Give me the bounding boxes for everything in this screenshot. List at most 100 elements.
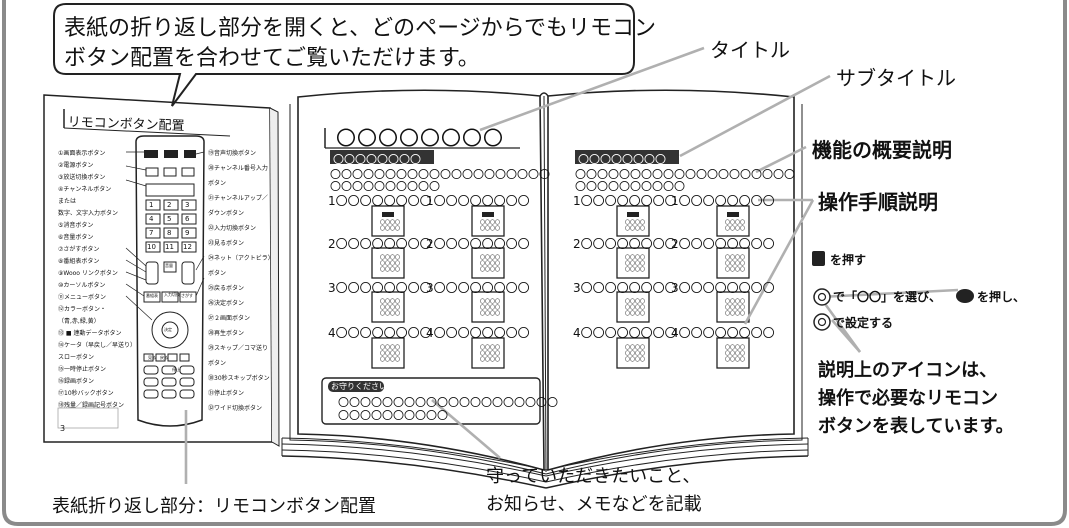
label-cover-fold: 表紙折り返し部分：リモコンボタン配置	[52, 496, 376, 517]
icon-box-text: 〇〇〇〇	[380, 220, 401, 226]
remote-label-left: ⑤消音ボタン	[58, 222, 94, 229]
icon-box-text: 〇〇〇〇	[625, 299, 646, 305]
remote-label-left: ⑪メニューボタン	[58, 294, 107, 301]
icon-box-text: 〇〇〇〇	[380, 267, 401, 273]
remote-key-label: 決定	[164, 327, 172, 332]
icon-box-text: 〇〇〇〇	[625, 267, 646, 273]
callout-bubble	[53, 3, 635, 107]
note-tag	[328, 381, 384, 392]
cover-heading-underline	[63, 127, 231, 137]
remote-label-right: ボタン	[208, 270, 227, 277]
remote-label-right: ㉘再生ボタン	[208, 330, 245, 337]
placeholder-overview-right-2: 〇〇〇〇〇〇〇〇〇〇	[575, 180, 685, 193]
remote-label-right: ㉚30秒スキップボタン	[208, 375, 270, 382]
step-label: 2〇〇〇〇〇〇〇〇	[573, 237, 677, 251]
icon-box-text: 〇〇〇〇	[625, 305, 646, 311]
remote-label-right: ㉗２画面ボタン	[208, 315, 251, 322]
remote-label-left: ⑭ケータ（早戻し／早送り）	[58, 342, 137, 349]
remote-label-left: ⑥音量ボタン	[58, 234, 94, 241]
remote-key-label: 5	[167, 215, 172, 223]
icon-box-text: 〇〇〇〇	[380, 345, 401, 351]
remote-label-left: ⑯録画ボタン	[58, 378, 95, 385]
icon-box-text: 〇〇〇〇	[480, 255, 501, 261]
step-label: 1〇〇〇〇〇〇〇〇	[573, 194, 677, 208]
label-notes-2: お知らせ、メモなどを記載	[486, 494, 702, 515]
remote-label-left: または	[58, 198, 77, 205]
remote-label-right: ㉓見るボタン	[208, 240, 245, 247]
remote-key-label: 番組表	[146, 293, 158, 298]
label-icons-1: 説明上のアイコンは、	[818, 360, 998, 381]
remote-label-right: ㉜ワイド切換ボタン	[208, 405, 263, 412]
icon-box-text: 〇〇〇〇	[480, 311, 501, 317]
open-book	[281, 89, 809, 489]
icon-box-text: 〇〇〇〇	[725, 226, 746, 232]
remote-label-right: ボタン	[208, 360, 227, 367]
icon-box-text: 〇〇〇〇	[380, 261, 401, 267]
remote-label-right: ㉕戻るボタン	[208, 285, 245, 292]
icon-box-text: 〇〇〇〇	[625, 357, 646, 363]
remote-key-label: 9	[185, 229, 190, 237]
leader-lines	[184, 46, 959, 484]
remote-key-label: 戻る	[160, 355, 168, 360]
remote-label-right: ボタン	[208, 180, 227, 187]
remote-key-label: 3	[185, 201, 190, 209]
remote-label-right: ⑲音声切換ボタン	[208, 150, 257, 157]
icon-box-text: 〇〇〇〇	[380, 357, 401, 363]
icon-box-text: 〇〇〇〇	[725, 299, 746, 305]
icon-box-text: 〇〇〇〇	[725, 305, 746, 311]
remote-key-label: 6	[185, 215, 190, 223]
remote-key-label: 入力切換	[164, 292, 180, 297]
icon-box-text: 〇〇〇〇	[725, 267, 746, 273]
remote-label-left: ⑧番組表ボタン	[58, 258, 100, 265]
step-label: 4〇〇〇〇〇〇〇〇	[671, 326, 775, 340]
icon-box-text: 〇〇〇〇	[380, 299, 401, 305]
remote-label-left: ⑬ ■ 連動データボタン	[58, 330, 122, 337]
label-title: タイトル	[710, 38, 790, 62]
placeholder-subtitle-right: 〇〇〇〇〇〇〇〇	[578, 153, 666, 166]
step-label: 4〇〇〇〇〇〇〇〇	[573, 326, 677, 340]
sample-step-2b: を押し、	[977, 290, 1026, 304]
step-icon-glyphs	[382, 212, 739, 217]
remote-key-label: 4	[149, 215, 154, 223]
remote-label-left: ⑩カーソルボタン	[58, 282, 106, 289]
subtitle-bar-left	[330, 150, 434, 164]
icon-box-text: 〇〇〇〇	[380, 351, 401, 357]
placeholder-note-2: 〇〇〇〇〇〇〇〇〇〇	[338, 409, 448, 422]
remote-label-left: ⑰10秒バックボタン	[58, 390, 114, 397]
remote-label-leaders	[125, 151, 205, 321]
icon-box-text: 〇〇〇〇	[625, 220, 646, 226]
sample-icons	[812, 251, 974, 331]
label-procedure: 操作手順説明	[818, 190, 938, 214]
remote-label-left: ⑦さがすボタン	[58, 246, 100, 253]
sample-step-1: を押す	[830, 253, 867, 267]
icon-box-text: 〇〇〇〇	[625, 311, 646, 317]
cover-note-box	[57, 407, 119, 429]
remote-button-icon	[812, 251, 825, 266]
remote-label-right: ⑳チャンネル番号入力	[208, 165, 268, 172]
remote-key-label: 8	[167, 229, 172, 237]
icon-box-text: 〇〇〇〇	[480, 305, 501, 311]
remote-label-left: ⑮一時停止ボタン	[58, 366, 107, 373]
sample-step-3: で設定する	[833, 316, 894, 330]
remote-label-right: ㉒入力切換ボタン	[208, 225, 257, 232]
step-label: 3〇〇〇〇〇〇〇〇	[328, 281, 432, 295]
step-label: 1〇〇〇〇〇〇〇〇	[328, 194, 432, 208]
step-label: 1〇〇〇〇〇〇〇〇	[426, 194, 530, 208]
icon-box-text: 〇〇〇〇	[625, 255, 646, 261]
step-label: 3〇〇〇〇〇〇〇〇	[573, 281, 677, 295]
remote-label-right: ㉙スキップ／コマ送り	[208, 345, 269, 352]
label-icons-2: 操作で必要なリモコン	[818, 388, 998, 409]
icon-box-text: 〇〇〇〇	[625, 351, 646, 357]
step-label: 3〇〇〇〇〇〇〇〇	[426, 281, 530, 295]
remote-label-left: ①画面表示ボタン	[58, 150, 106, 157]
remote-label-left: スローボタン	[58, 354, 95, 361]
step-label: 2〇〇〇〇〇〇〇〇	[328, 237, 432, 251]
icon-box-text: 〇〇〇〇	[480, 267, 501, 273]
label-icons-3: ボタンを表しています。	[818, 416, 1014, 437]
placeholder-note-1: 〇〇〇〇〇〇〇〇〇〇〇〇〇〇〇〇〇〇〇〇	[338, 396, 558, 409]
icon-box-text: 〇〇〇〇	[480, 220, 501, 226]
icon-box-text: 〇〇〇〇	[380, 311, 401, 317]
